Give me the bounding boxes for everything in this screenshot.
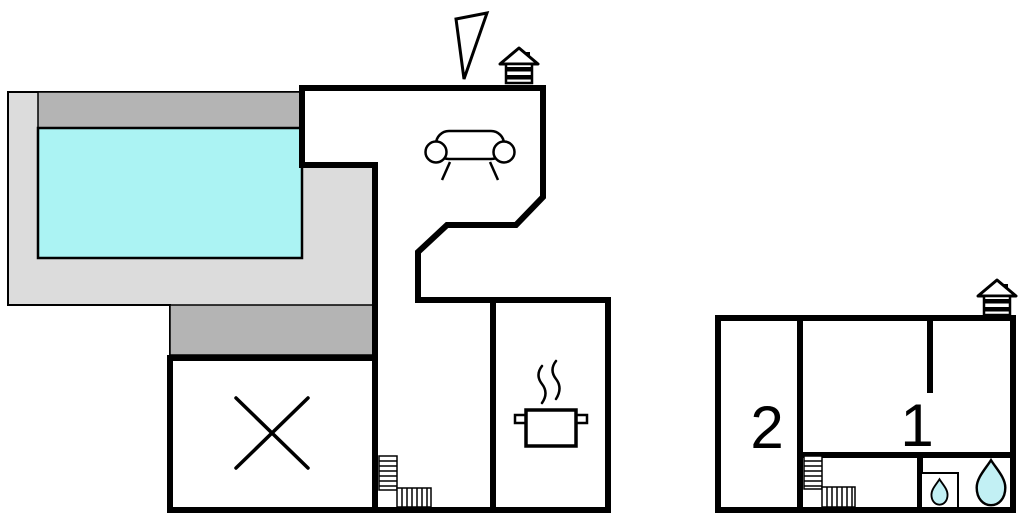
sofa-icon [424,129,516,181]
lower-rooms-floor [170,300,608,510]
main-building-walls [167,85,611,513]
cross-mark [234,396,310,470]
pot-body [524,408,578,448]
room-2-label: 2 [750,394,783,461]
upper-floor-building: 2 1 [715,315,1016,513]
main-building [167,85,611,513]
terrace-strip-top [37,91,303,129]
stairs-icon-upper [803,455,856,508]
steam-icon [537,359,561,405]
terrace-strip-bottom [169,304,376,356]
outer-wall [167,85,611,513]
swimming-pool [36,126,304,260]
wall-terrace-jog [299,162,378,513]
cooking-pot-icon [513,359,589,448]
house-icon-main [498,46,540,85]
terrace [7,91,376,356]
upper-floor-outline [715,315,1016,513]
house-icon-upper [976,278,1018,317]
room-1-label: 1 [900,392,933,459]
water-drop-small [930,477,949,506]
north-arrow [454,11,490,80]
stairs-icon-main [378,455,432,508]
water-drop-large [975,457,1007,507]
bathroom [920,457,1007,509]
